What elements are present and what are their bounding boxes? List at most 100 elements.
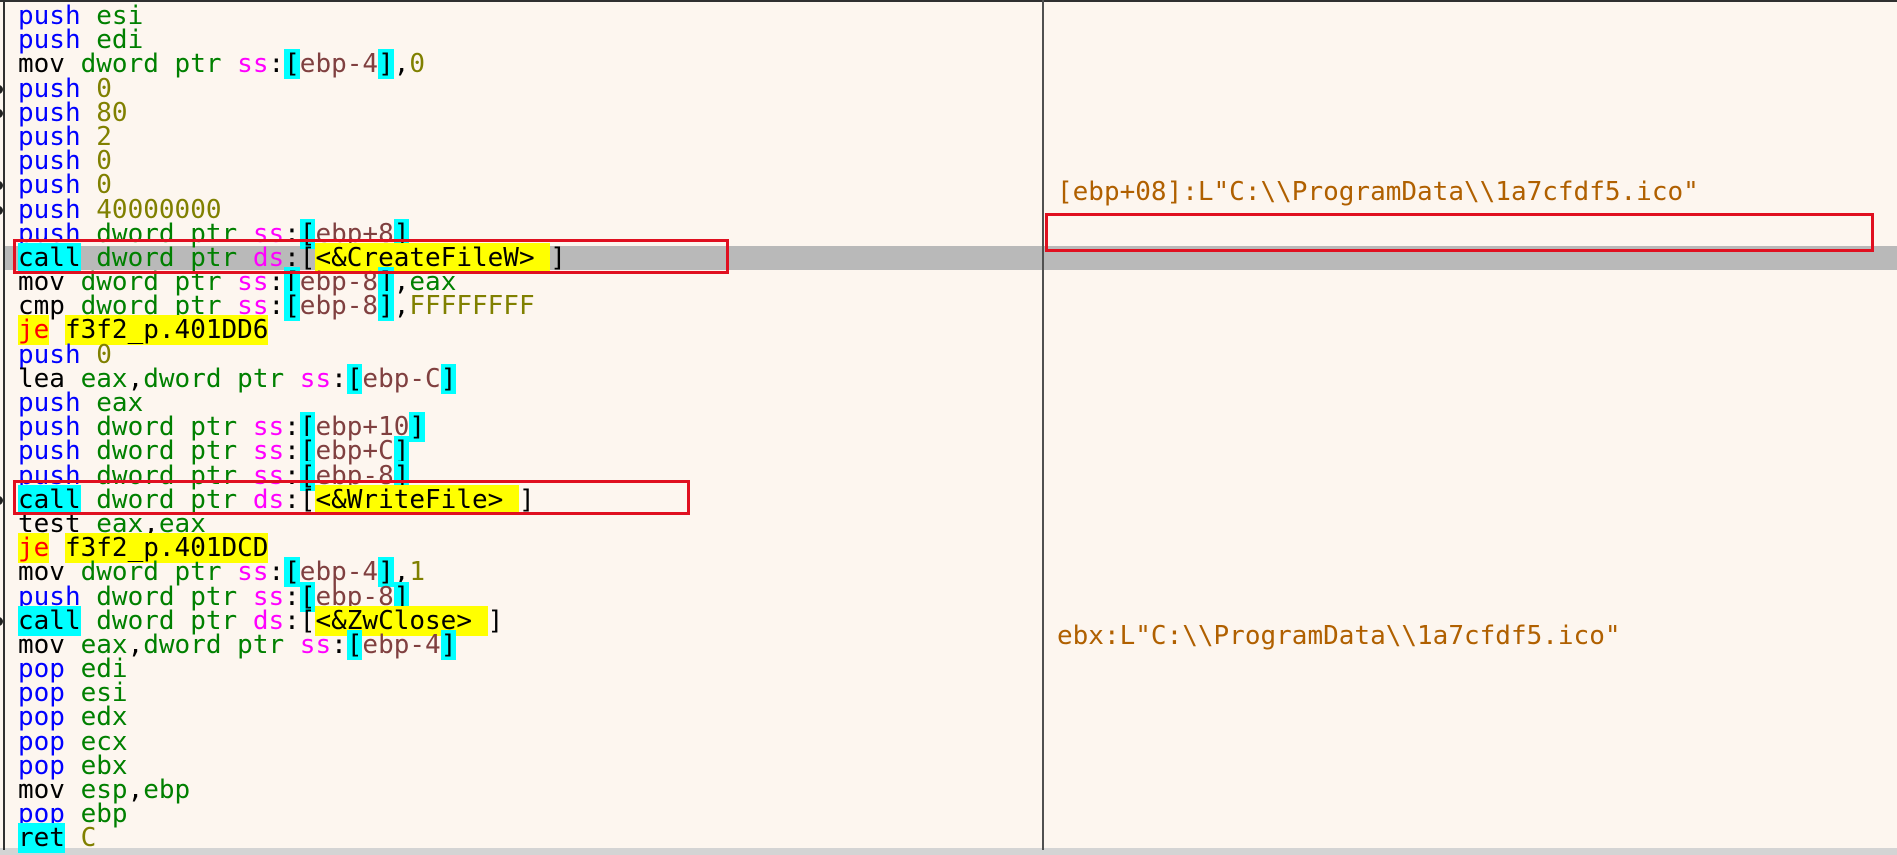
operand: 0: [96, 146, 112, 177]
instruction-row[interactable]: ret C: [18, 823, 566, 854]
operand: ,: [393, 291, 410, 322]
breakpoint-marker[interactable]: [0, 205, 3, 215]
instruction-row[interactable]: push 40000000: [18, 194, 566, 225]
instruction-row[interactable]: mov dword ptr ss:[ebp-4],1: [18, 557, 566, 588]
operand: ,: [393, 557, 410, 588]
mnemonic: push: [18, 73, 81, 104]
operand: [: [346, 629, 363, 660]
operand: ebp-4: [362, 629, 441, 660]
operand: :[: [284, 484, 316, 515]
left-gutter-border: [3, 0, 5, 850]
operand: ss: [252, 436, 285, 467]
operand: dword ptr: [96, 436, 253, 467]
instruction-row[interactable]: push 0: [18, 339, 566, 370]
operand: eax: [96, 388, 144, 418]
operand: dword ptr: [96, 412, 253, 443]
mnemonic: je: [18, 315, 50, 346]
operand: ebp-4: [299, 49, 379, 80]
mnemonic: pop: [18, 702, 65, 733]
operand: ]: [487, 605, 504, 636]
operand: [: [284, 267, 300, 298]
operand: ebp-8: [299, 291, 379, 322]
mnemonic: push: [18, 388, 81, 418]
instruction-row[interactable]: pop ebx: [18, 750, 566, 781]
instruction-row[interactable]: push 80: [18, 100, 566, 126]
operand: :: [268, 291, 285, 322]
operand: esp: [80, 775, 128, 805]
instruction-row[interactable]: mov esp,ebp: [18, 775, 566, 805]
operand: ds: [252, 605, 285, 636]
instruction-row[interactable]: push dword ptr ss:[ebp+C]: [18, 436, 566, 467]
breakpoint-marker[interactable]: [0, 181, 3, 191]
mnemonic: push: [18, 25, 81, 56]
instruction-row[interactable]: pop edi: [18, 656, 566, 682]
instruction-row[interactable]: mov eax,dword ptr ss:[ebp-4]: [18, 629, 566, 660]
mnemonic: je: [18, 533, 50, 564]
operand: eax: [158, 508, 206, 539]
operand: ebx: [80, 750, 128, 781]
comment-column-divider[interactable]: [1042, 0, 1044, 850]
operand: ,: [127, 775, 144, 805]
operand: ss: [252, 412, 285, 443]
comment-createfile-arg: [ebp+08]:L"C:\\ProgramData\\1a7cfdf5.ico…: [1057, 177, 1699, 207]
operand: ebp-4: [299, 557, 379, 588]
horizontal-scrollbar[interactable]: [0, 848, 1897, 855]
instruction-row[interactable]: call dword ptr ds:[<&ZwClose> ]: [18, 605, 566, 636]
instruction-row[interactable]: push dword ptr ss:[ebp-8]: [18, 460, 566, 491]
operand: ,: [393, 49, 410, 80]
instruction-row[interactable]: call dword ptr ds:[<&WriteFile> ]: [18, 484, 566, 515]
breakpoint-marker[interactable]: [0, 617, 3, 626]
mnemonic: push: [18, 121, 81, 152]
instruction-row[interactable]: je f3f2_p.401DCD: [18, 533, 566, 564]
instruction-row[interactable]: push edi: [18, 25, 566, 56]
mnemonic: ret: [18, 823, 65, 854]
instruction-row[interactable]: pop ebp: [18, 801, 566, 827]
instruction-row[interactable]: push 0: [18, 170, 566, 201]
instruction-row[interactable]: pop ecx: [18, 729, 566, 755]
operand: ]: [440, 629, 457, 660]
operand: ]: [378, 49, 394, 80]
operand: ,: [393, 267, 410, 298]
instruction-row[interactable]: pop esi: [18, 680, 566, 706]
operand: :: [268, 267, 285, 298]
operand: dword ptr: [96, 218, 253, 249]
instruction-row[interactable]: push dword ptr ss:[ebp-8]: [18, 581, 566, 612]
operand: ]: [378, 557, 394, 588]
mnemonic: push: [18, 194, 81, 225]
operand: edx: [80, 702, 128, 733]
operand: ]: [393, 436, 410, 467]
instruction-row[interactable]: lea eax,dword ptr ss:[ebp-C]: [18, 363, 566, 394]
instruction-row[interactable]: call dword ptr ds:[<&CreateFileW> ]: [18, 242, 566, 273]
operand: :: [331, 629, 347, 660]
mnemonic: mov: [18, 629, 65, 660]
breakpoint-marker[interactable]: [0, 496, 3, 505]
breakpoint-marker[interactable]: [0, 84, 3, 94]
operand: :: [268, 557, 285, 588]
instruction-row[interactable]: test eax,eax: [18, 508, 566, 539]
instruction-row[interactable]: push eax: [18, 388, 566, 418]
operand: edi: [96, 25, 144, 56]
operand: [: [284, 291, 300, 322]
instruction-row[interactable]: push 2: [18, 121, 566, 152]
breakpoint-marker[interactable]: [0, 108, 3, 118]
instruction-row[interactable]: push esi: [18, 1, 566, 31]
operand: dword ptr: [96, 605, 253, 636]
instruction-row[interactable]: push 0: [18, 73, 566, 104]
mnemonic: cmp: [18, 291, 65, 322]
mnemonic: push: [18, 170, 81, 201]
operand: ebp: [143, 775, 191, 805]
instruction-row[interactable]: mov dword ptr ss:[ebp-4],0: [18, 49, 566, 80]
mnemonic: push: [18, 1, 81, 31]
operand: 40000000: [96, 194, 222, 225]
instruction-row[interactable]: push 0: [18, 146, 566, 177]
instruction-row[interactable]: push dword ptr ss:[ebp+10]: [18, 412, 566, 443]
mnemonic: push: [18, 146, 81, 177]
mnemonic: push: [18, 339, 81, 370]
mnemonic: push: [18, 412, 81, 443]
mnemonic: pop: [18, 750, 65, 781]
instruction-row[interactable]: pop edx: [18, 702, 566, 733]
operand: [: [346, 363, 363, 394]
instruction-row[interactable]: je f3f2_p.401DD6: [18, 315, 566, 346]
instruction-row[interactable]: cmp dword ptr ss:[ebp-8],FFFFFFFF: [18, 291, 566, 322]
